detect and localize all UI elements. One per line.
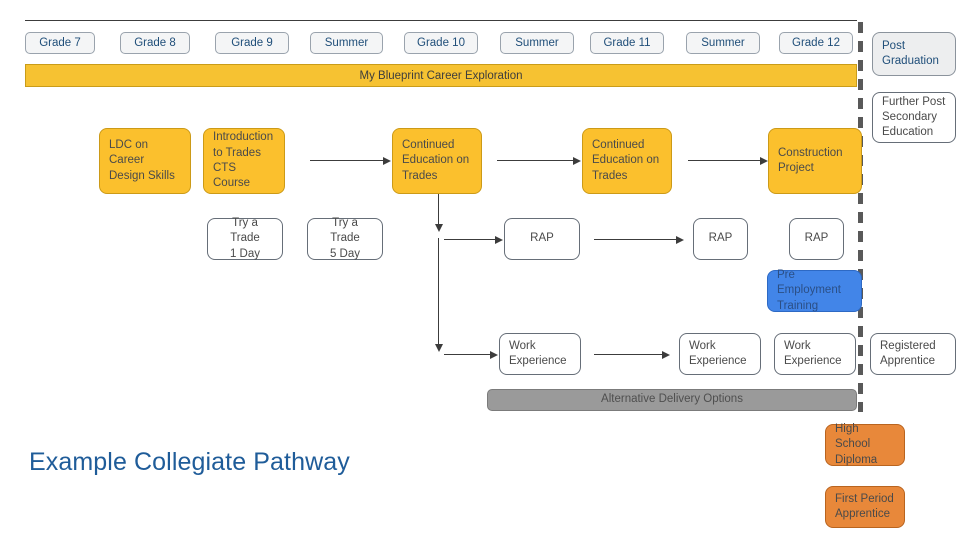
timeline-pill-summer-2[interactable]: Summer [500,32,574,54]
dashed-separator-line [858,22,863,412]
try-a-trade-1-day-box[interactable]: Try a Trade 1 Day [207,217,283,260]
arrowhead-branch-to-work-experience [435,344,443,352]
timeline-pill-grade-7[interactable]: Grade 7 [25,32,95,54]
my-blueprint-career-exploration-band[interactable]: My Blueprint Career Exploration [25,64,857,87]
arrowhead-intro-to-continued [383,157,391,165]
first-period-apprentice-box[interactable]: First Period Apprentice [825,486,905,528]
try-a-trade-5-day-box[interactable]: Try a Trade 5 Day [307,217,383,260]
rap-box-1[interactable]: RAP [504,218,580,260]
high-school-diploma-box[interactable]: High School Diploma [825,423,905,466]
post-graduation-box[interactable]: Post Graduation [872,32,956,76]
construction-project-box[interactable]: Construction Project [768,128,862,194]
arrowhead-to-work1 [490,351,498,359]
registered-apprentice-box[interactable]: Registered Apprentice [870,333,956,375]
rap-box-3[interactable]: RAP [789,218,844,260]
connector-line-work1-to-work2 [594,354,662,355]
arrowhead-branch-to-rap [435,224,443,232]
introduction-to-trades-cts-course-box[interactable]: Introduction to Trades CTS Course [203,128,285,194]
timeline-pill-grade-8[interactable]: Grade 8 [120,32,190,54]
connector-line-rap1-to-rap2 [594,239,676,240]
timeline-pill-grade-9[interactable]: Grade 9 [215,32,289,54]
page-title: Example Collegiate Pathway [29,448,350,476]
further-post-secondary-education-box[interactable]: Further Post Secondary Education [872,92,956,143]
pre-employment-training-box[interactable]: Pre Employment Training [767,269,862,312]
timeline-pill-summer-3[interactable]: Summer [686,32,760,54]
branch-vline-to-rap [438,194,439,225]
continued-education-trades-box-2[interactable]: Continued Education on Trades [582,128,672,194]
timeline-pill-grade-12[interactable]: Grade 12 [779,32,853,54]
timeline-pill-grade-11[interactable]: Grade 11 [590,32,664,54]
arrowhead-continued2-to-construction [760,157,768,165]
continued-education-trades-box-1[interactable]: Continued Education on Trades [392,128,482,194]
work-experience-box-3[interactable]: Work Experience [774,333,856,375]
ldc-career-design-skills-box[interactable]: LDC on Career Design Skills [99,128,191,194]
arrowhead-to-rap1 [495,236,503,244]
work-experience-box-1[interactable]: Work Experience [499,333,581,375]
arrowhead-work1-to-work2 [662,351,670,359]
arrowhead-rap1-to-rap2 [676,236,684,244]
work-experience-box-2[interactable]: Work Experience [679,333,761,375]
connector-line-branch-to-work1 [444,354,490,355]
alternative-delivery-options-bar[interactable]: Alternative Delivery Options [487,389,857,411]
connector-line-continued2-to-construction [688,160,760,161]
timeline-pill-grade-10[interactable]: Grade 10 [404,32,478,54]
rap-box-2[interactable]: RAP [693,218,748,260]
connector-line-branch-to-rap1 [444,239,495,240]
top-divider-line [25,20,857,21]
branch-vline-to-work-experience [438,238,439,345]
timeline-pill-summer-1[interactable]: Summer [310,32,383,54]
connector-line-continued1-to-continued2 [497,160,573,161]
connector-line-intro-to-continued [310,160,383,161]
arrowhead-continued1-to-continued2 [573,157,581,165]
